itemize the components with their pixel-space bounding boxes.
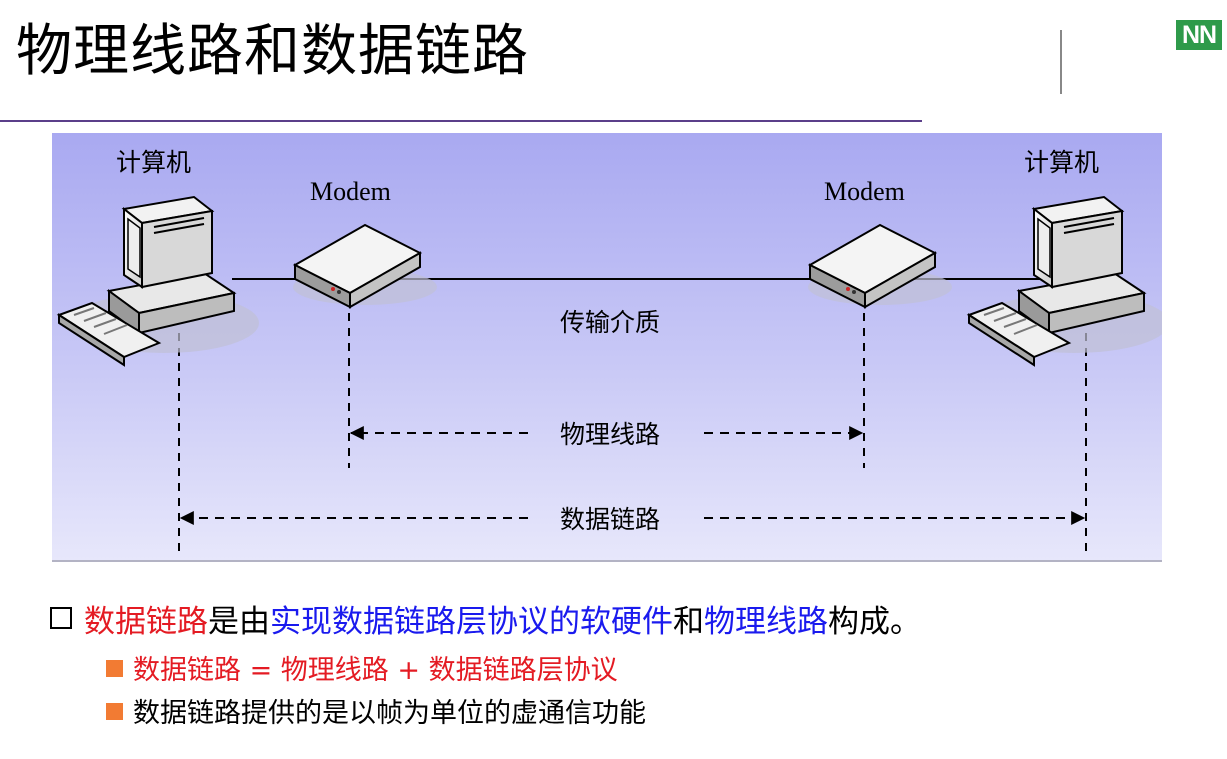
computer-right-label: 计算机	[1024, 148, 1100, 177]
modem-left-label: Modem	[310, 177, 391, 206]
bullet-main: 数据链路是由实现数据链路层协议的软硬件和物理线路构成。	[50, 596, 921, 641]
sub-bullet-1-text: 数据链路 = 物理线路 + 数据链路层协议	[133, 655, 618, 686]
network-diagram: 计算机 计算机 Modem Modem 传输介质 物理线路 数据链路	[52, 133, 1162, 562]
bullet-main-part5: 物理线路	[704, 604, 828, 640]
bullet-main-part4: 和	[673, 604, 704, 640]
modem-icon-right	[807, 223, 952, 309]
bullet-main-part1: 数据链路	[84, 604, 208, 640]
modem-icon-left	[292, 223, 437, 309]
bullet-main-part3: 实现数据链路层协议的软硬件	[270, 604, 673, 640]
hollow-square-bullet-icon	[50, 607, 72, 629]
medium-label: 传输介质	[560, 308, 661, 337]
title-underline	[0, 120, 922, 122]
sub-bullet-2-text: 数据链路提供的是以帧为单位的虚通信功能	[133, 698, 646, 729]
header-divider	[1060, 30, 1062, 94]
bullet-main-part2: 是由	[208, 604, 270, 640]
sub-bullet-1: 数据链路 = 物理线路 + 数据链路层协议	[106, 648, 618, 687]
orange-square-bullet-icon	[106, 703, 123, 720]
data-link-label: 数据链路	[560, 505, 661, 534]
modem-right-label: Modem	[824, 177, 905, 206]
bullet-main-part6: 构成。	[828, 604, 921, 640]
slide-title: 物理线路和数据链路	[16, 19, 529, 84]
physical-line-label: 物理线路	[560, 420, 661, 449]
sub-bullet-2: 数据链路提供的是以帧为单位的虚通信功能	[106, 691, 646, 730]
diagram-graphics	[56, 195, 1162, 553]
computer-icon-left	[56, 195, 259, 367]
orange-square-bullet-icon	[106, 660, 123, 677]
computer-left-label: 计算机	[116, 148, 192, 177]
computer-icon-right	[966, 195, 1162, 367]
logo: NN	[1176, 20, 1222, 50]
